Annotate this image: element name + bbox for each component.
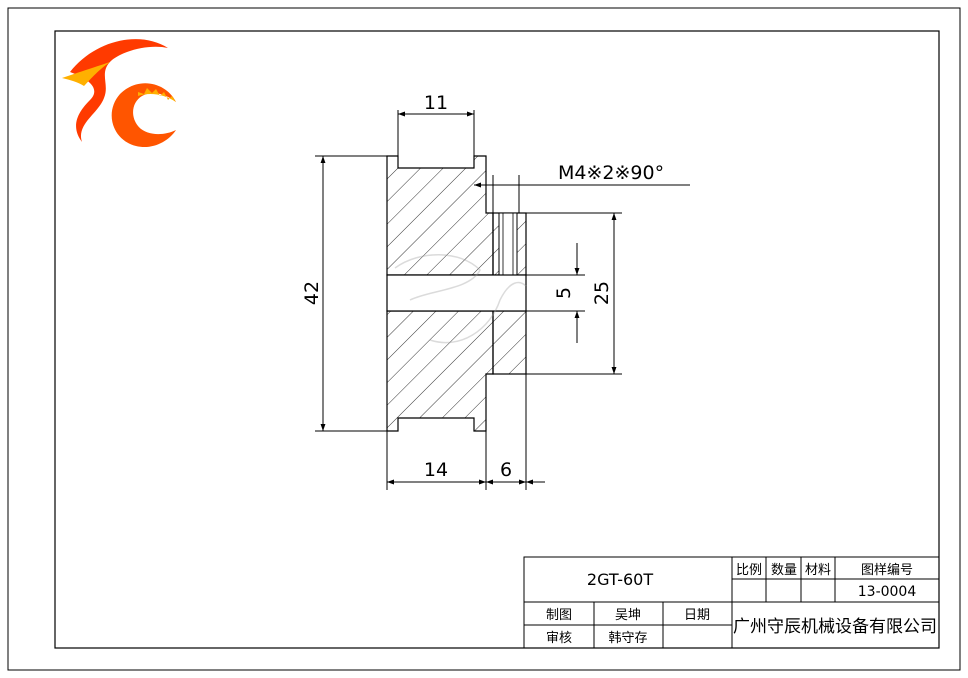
- company-logo: SC: [62, 39, 176, 148]
- dim-hub-width: 6: [500, 459, 512, 481]
- dim-flange-width: 11: [424, 92, 448, 114]
- title-block: [523, 556, 940, 649]
- dim-hub-diameter: 25: [591, 281, 613, 305]
- part-name: 2GT-60T: [587, 570, 653, 589]
- set-screw-hole: [498, 212, 518, 276]
- dimensions: [315, 110, 690, 490]
- outer-border: [7, 7, 961, 671]
- logo-c-shape: [111, 83, 176, 148]
- header-material: 材料: [805, 563, 831, 578]
- header-drawing-number: 图样编号: [861, 563, 913, 578]
- dim-bore: 5: [553, 287, 575, 299]
- logo-s-highlight: [62, 62, 110, 86]
- logo-s-shape: [70, 39, 168, 142]
- watermark: [394, 254, 527, 344]
- header-quantity: 数量: [771, 563, 797, 578]
- drawing-number-value: 13-0004: [858, 584, 917, 600]
- dim-body-width: 14: [424, 459, 448, 481]
- drafter-label: 制图: [546, 608, 572, 623]
- company-name: 广州守辰机械设备有限公司: [733, 617, 937, 637]
- reviewer-name: 韩守存: [608, 631, 647, 646]
- drafter-name: 吴坤: [615, 608, 641, 623]
- pulley-cross-section: [386, 155, 527, 432]
- hub-lower: [492, 310, 527, 375]
- header-scale: 比例: [736, 563, 762, 578]
- pulley-lower-half: [386, 310, 494, 432]
- date-label: 日期: [684, 608, 710, 623]
- bore: [386, 274, 527, 312]
- dim-thread: M4※2※90°: [558, 162, 664, 184]
- logo-c-gear: [138, 88, 176, 102]
- inner-border: [54, 30, 940, 649]
- pulley-upper-half: [386, 155, 494, 276]
- dim-outer-diameter: 42: [301, 281, 323, 305]
- reviewer-label: 审核: [546, 631, 572, 646]
